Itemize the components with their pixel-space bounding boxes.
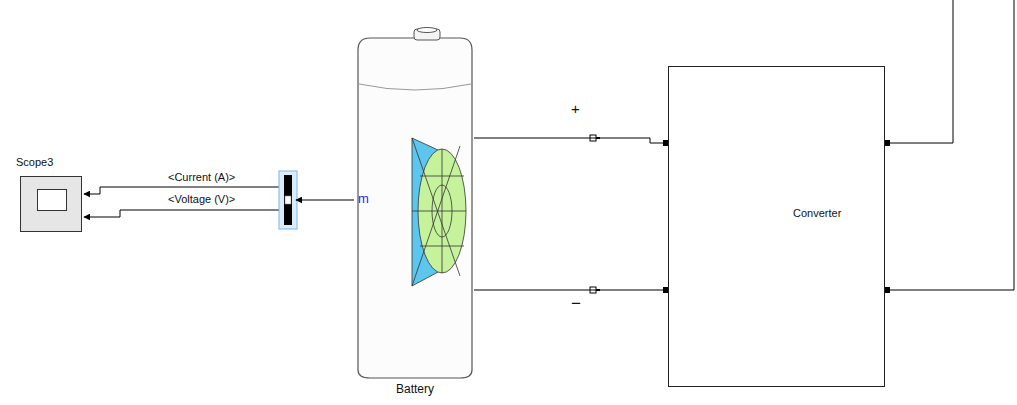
- battery-icon: [356, 26, 474, 402]
- signal-line: [84, 187, 284, 194]
- output-wire: [890, 0, 953, 143]
- bus-selector: [284, 175, 292, 225]
- input-line: [296, 200, 354, 201]
- scope-screen: [37, 189, 67, 211]
- wire: [474, 290, 668, 291]
- block-name: Scope3: [16, 156, 88, 172]
- signal-name: <Current (A)>: [168, 171, 235, 183]
- scope-box: [20, 176, 82, 232]
- battery-block: Battery: [356, 26, 474, 402]
- wire: [474, 138, 668, 143]
- scope-block: Scope3: [16, 156, 88, 234]
- bus-port: [285, 196, 291, 204]
- port-sign: −: [571, 294, 581, 314]
- battery-band: [359, 84, 471, 90]
- battery-emblem: [412, 138, 466, 286]
- signal-line: [84, 210, 284, 217]
- selection-highlight: [279, 171, 297, 229]
- output-wire: [890, 0, 1014, 290]
- battery-body: [358, 38, 472, 378]
- converter-block: Converter: [668, 66, 885, 387]
- goto-tag: m: [358, 191, 369, 206]
- battery-cap-top: [417, 28, 437, 33]
- block-name: Battery: [356, 382, 474, 396]
- block-name: Converter: [793, 207, 841, 219]
- signal-name: <Voltage (V)>: [168, 193, 235, 205]
- port-sign: +: [571, 100, 580, 117]
